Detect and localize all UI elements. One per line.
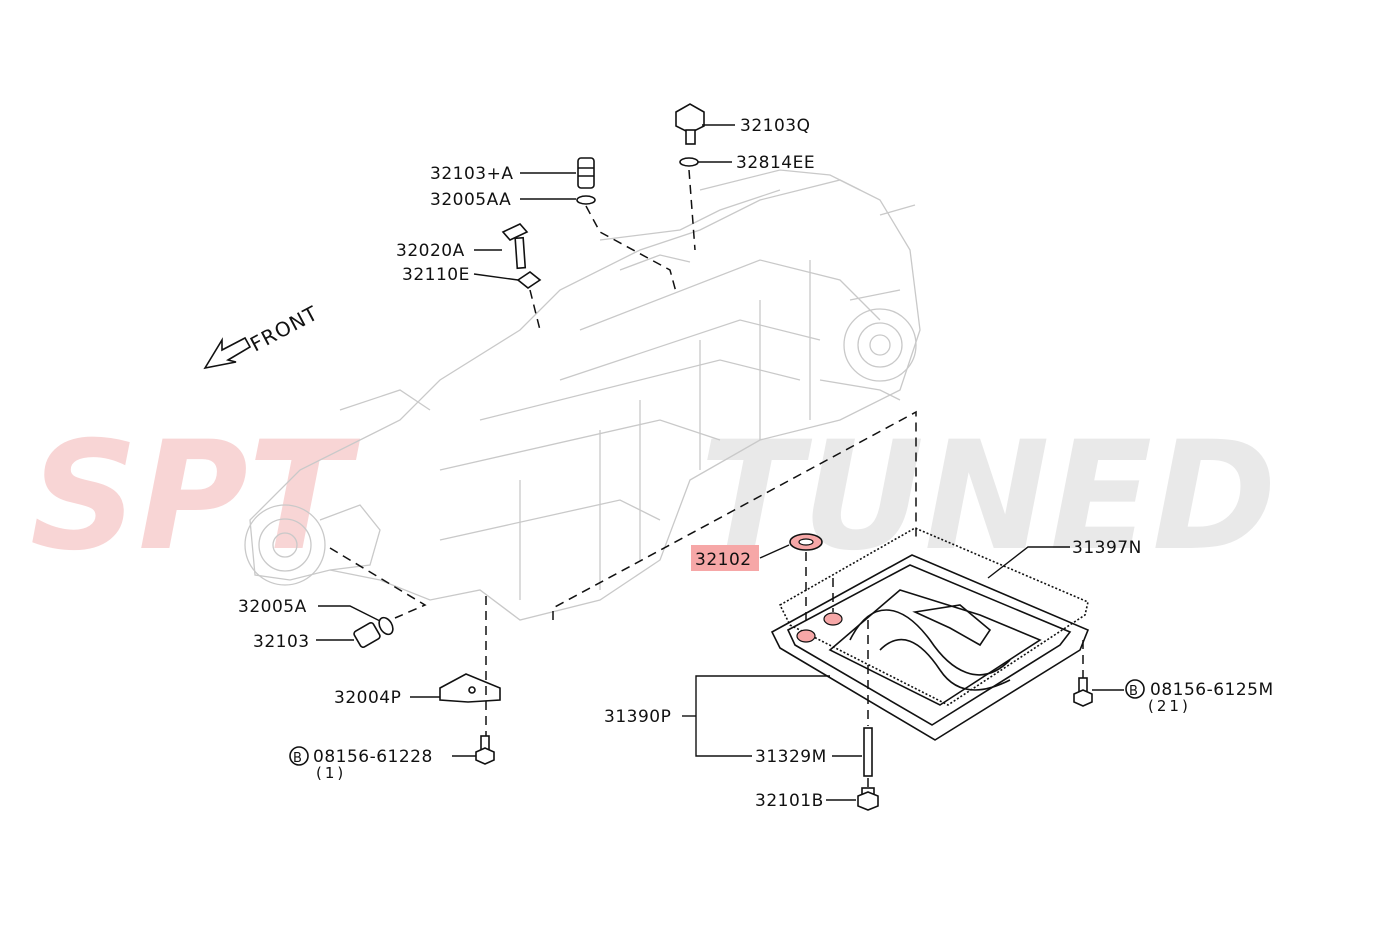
part-31390p-group: 31390P 31329M 32101B [604, 620, 879, 811]
label-31397n: 31397N [1072, 538, 1142, 558]
front-arrow-icon [203, 336, 252, 370]
bolt-icon-32020a [501, 223, 529, 241]
part-32103q-group: 32103Q 32814EE [675, 103, 815, 251]
bolt-head-icon [675, 103, 705, 134]
watermark-left-text: SPT [30, 410, 361, 584]
part-32103a-group: 32103+A 32005AA [430, 157, 677, 293]
label-31329m: 31329M [755, 747, 827, 767]
washer-icon [679, 157, 699, 167]
dipstick-tube-icon [863, 727, 873, 777]
label-08156-61228: 08156-61228 [313, 747, 433, 767]
label-32005a: 32005A [238, 597, 307, 617]
circled-b-icon [289, 746, 309, 766]
circled-b-icon-2 [1125, 679, 1145, 699]
assembly-boundary [552, 410, 917, 620]
label-31390p: 31390P [604, 707, 671, 727]
label-32102: 32102 [695, 550, 752, 570]
label-32103q: 32103Q [740, 116, 810, 136]
pan-rim [770, 554, 1090, 741]
qty-08156-6125m: (21) [1148, 697, 1191, 715]
circled-b-letter-2: B [1129, 684, 1138, 699]
circled-b-letter: B [293, 751, 302, 766]
label-32103a: 32103+A [430, 164, 513, 184]
label-32814ee: 32814EE [736, 153, 815, 173]
qty-08156-61228: (1) [316, 764, 346, 782]
washer-icon-2 [576, 195, 596, 205]
label-32110e: 32110E [402, 265, 470, 285]
label-08156-6125m: 08156-6125M [1150, 680, 1274, 700]
front-direction-indicator: FRONT [203, 301, 322, 370]
part-32102-group: 32102 [691, 533, 823, 622]
label-32005aa: 32005AA [430, 190, 511, 210]
magnet-spot-icon [823, 612, 843, 626]
label-32004p: 32004P [334, 688, 401, 708]
part-08156-6125m-group: B 08156-6125M (21) [1073, 640, 1274, 715]
highlight-32102 [691, 545, 759, 571]
drain-plug-icon [353, 622, 381, 648]
oil-pan-assembly: 31397N [770, 527, 1142, 741]
label-32101b: 32101B [755, 791, 824, 811]
front-label: FRONT [246, 301, 322, 357]
part-08156-61228-group: B 08156-61228 (1) [289, 735, 495, 782]
transmission-body-outline [244, 169, 921, 621]
plug-icon [577, 157, 595, 189]
clip-icon [516, 271, 542, 289]
label-32020a: 32020A [396, 241, 465, 261]
label-32103: 32103 [253, 632, 310, 652]
part-32004p-group: 32004P [334, 596, 501, 740]
bolt-shank-icon [685, 129, 696, 145]
gasket-outline [778, 527, 1089, 706]
washer-icon-3 [378, 616, 394, 636]
watermark: SPT TUNED [30, 410, 1277, 584]
watermark-right-text: TUNED [700, 410, 1277, 584]
part-32020a-group: 32020A 32110E [396, 223, 542, 331]
part-32005a-group: 32005A 32103 [238, 547, 427, 652]
magnet-spot-icon-2 [796, 629, 816, 643]
